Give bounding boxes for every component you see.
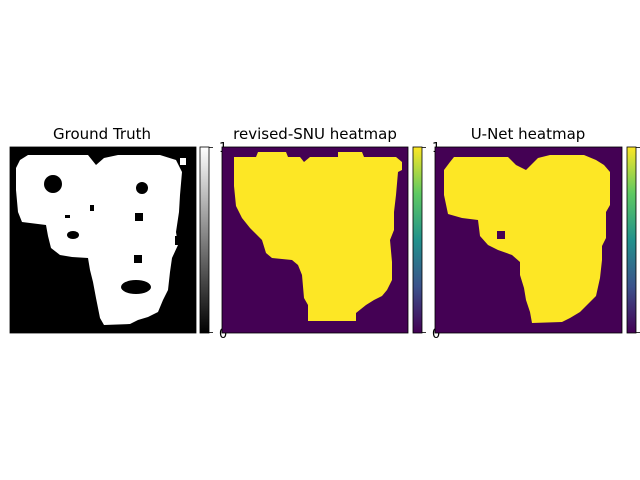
heatmap-frame <box>434 146 623 334</box>
predicted-hole <box>497 231 505 239</box>
predicted-region <box>234 152 402 321</box>
heatmap-ground-truth <box>10 147 196 333</box>
panel-ground-truth: Ground Truth 1 0 <box>9 125 227 342</box>
colorbar-gradient <box>199 146 210 334</box>
colorbar-gradient <box>626 146 637 334</box>
mask-hole <box>175 236 180 245</box>
heatmap-frame <box>9 146 197 334</box>
mask-hole <box>44 175 62 193</box>
mask-hole <box>134 255 142 263</box>
panel-title-ground-truth: Ground Truth <box>53 125 151 143</box>
colorbar-unet: 1 0 <box>626 146 640 334</box>
heatmap-frame <box>221 146 409 334</box>
predicted-region <box>444 155 610 323</box>
mask-hole <box>67 231 79 239</box>
panel-revised-snu: revised-SNU heatmap 1 0 <box>221 125 440 342</box>
mask-hole <box>121 280 151 294</box>
mask-hole <box>135 213 143 221</box>
panel-title-unet: U-Net heatmap <box>471 125 586 143</box>
mask-hole <box>90 205 94 211</box>
panel-title-revised-snu: revised-SNU heatmap <box>233 125 397 143</box>
panel-unet: U-Net heatmap 1 0 <box>434 125 640 334</box>
mask-hole <box>136 182 148 194</box>
heatmap-revised-snu <box>222 147 408 333</box>
colorbar-tick-label: 0 <box>432 327 440 342</box>
mask-hole <box>65 215 70 218</box>
colorbar-gradient <box>412 146 423 334</box>
heatmap-unet <box>435 147 622 333</box>
colorbar-tick-label: 0 <box>219 327 227 342</box>
mask-hole <box>180 158 186 165</box>
